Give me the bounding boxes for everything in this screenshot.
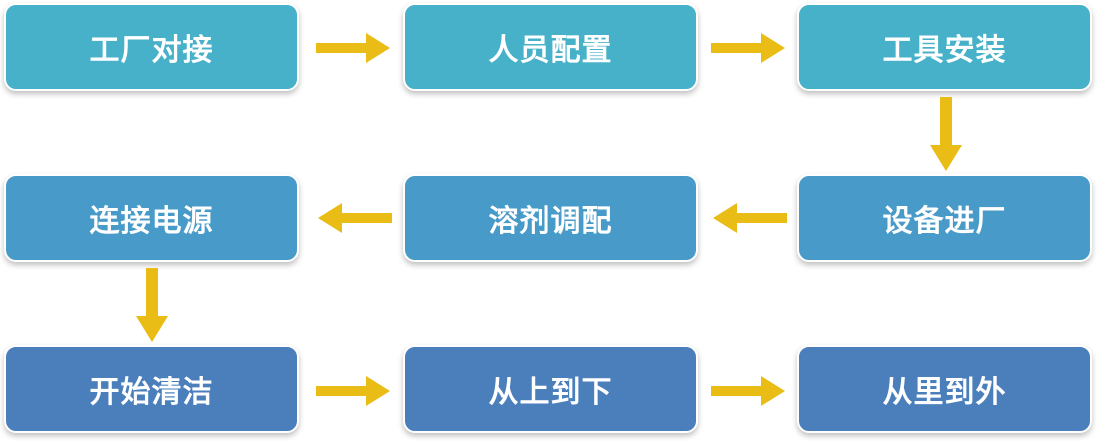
step-label: 溶剂调配 xyxy=(488,204,613,239)
step-factory-docking: 工厂对接 xyxy=(4,3,299,91)
step-label: 工具安装 xyxy=(882,33,1007,68)
step-equipment-arrival: 设备进厂 xyxy=(797,174,1092,262)
arrow-right-icon xyxy=(316,33,390,63)
step-staff-allocation: 人员配置 xyxy=(403,3,698,91)
step-label: 从里到外 xyxy=(882,375,1007,410)
arrow-down-icon xyxy=(930,97,962,171)
step-label: 工厂对接 xyxy=(89,33,214,68)
step-inside-to-outside: 从里到外 xyxy=(797,345,1092,433)
arrow-right-icon xyxy=(711,33,785,63)
step-label: 从上到下 xyxy=(488,375,613,410)
step-top-to-bottom: 从上到下 xyxy=(403,345,698,433)
arrow-left-icon xyxy=(318,203,392,233)
step-label: 连接电源 xyxy=(89,204,214,239)
arrow-right-icon xyxy=(711,376,785,406)
arrow-right-icon xyxy=(316,376,390,406)
step-label: 设备进厂 xyxy=(882,204,1007,239)
step-tool-installation: 工具安装 xyxy=(797,3,1092,91)
arrow-left-icon xyxy=(713,203,787,233)
step-label: 开始清洁 xyxy=(89,375,214,410)
step-label: 人员配置 xyxy=(488,33,613,68)
arrow-down-icon xyxy=(136,268,168,342)
step-solvent-mixing: 溶剂调配 xyxy=(403,174,698,262)
step-connect-power: 连接电源 xyxy=(4,174,299,262)
step-start-cleaning: 开始清洁 xyxy=(4,345,299,433)
